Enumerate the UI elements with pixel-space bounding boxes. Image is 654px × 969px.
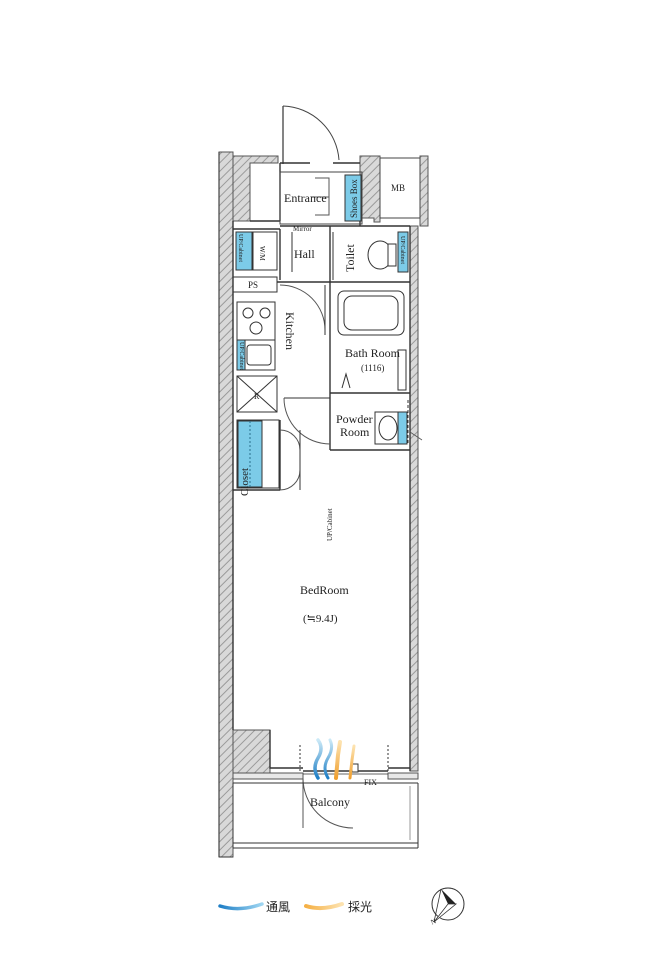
bathtub — [337, 290, 407, 391]
up-cabinet-right-label: UP/Cabinet — [326, 508, 334, 541]
mb-label: MB — [391, 183, 405, 193]
powder-room-label-2: Room — [340, 425, 370, 439]
entrance-step — [311, 177, 330, 216]
daylight-legend-label: 採光 — [348, 900, 373, 914]
balcony-door[interactable] — [302, 777, 354, 829]
exterior-walls — [218, 151, 429, 858]
mb-box — [379, 157, 421, 219]
up-cabinet-kitchen-label: UP/Cabinet — [238, 342, 244, 370]
hall-label: Hall — [294, 247, 315, 261]
interior-walls — [232, 162, 411, 771]
toilet-fixture — [367, 231, 409, 273]
airflow-light-arrows — [313, 738, 356, 780]
closet-cabinet — [237, 420, 263, 488]
fix-label: FIX — [364, 778, 377, 787]
toilet-label: Toilet — [343, 244, 357, 272]
ps-label: PS — [248, 280, 258, 290]
bedroom-size-label: (≒9.4J) — [303, 613, 338, 625]
entrance-label: Entrance — [284, 191, 327, 205]
legend — [218, 902, 344, 911]
bath-room-label: Bath Room — [345, 346, 401, 360]
up-cabinet-toilet-label: UP/Cabinet — [399, 236, 405, 264]
wm-label: W/M — [258, 246, 266, 262]
powder-room-label-1: Powder — [336, 412, 373, 426]
bedroom-label: BedRoom — [300, 583, 349, 597]
hall-door[interactable] — [279, 232, 326, 335]
kitchen-label: Kitchen — [283, 312, 297, 350]
shoes-box — [344, 174, 362, 222]
compass-icon: N — [430, 887, 465, 926]
bath-size-label: (1116) — [361, 363, 384, 373]
ventilation-legend-icon — [218, 902, 264, 911]
daylight-legend-icon — [304, 902, 344, 911]
entrance-door[interactable] — [282, 105, 340, 164]
up-cabinet-left-label: UP/Cabinet — [237, 234, 243, 262]
balcony-area — [219, 782, 419, 858]
up-cabinet-leader — [409, 431, 423, 441]
powder-room-door[interactable] — [283, 397, 331, 445]
mirror-label: Mirror — [293, 225, 312, 233]
shoes-box-label: Shoes Box — [349, 179, 359, 218]
balcony-label: Balcony — [310, 795, 350, 809]
refrigerator-label: R — [254, 392, 260, 401]
balcony-window[interactable] — [299, 745, 389, 775]
compass-north-label: N — [430, 917, 437, 926]
washing-machine-area — [235, 231, 278, 271]
closet-label: Closet — [239, 468, 251, 496]
closet-door[interactable] — [279, 429, 301, 491]
ventilation-legend-label: 通風 — [266, 900, 291, 914]
kitchen-counter — [236, 301, 278, 413]
powder-room-fixtures — [374, 411, 408, 445]
